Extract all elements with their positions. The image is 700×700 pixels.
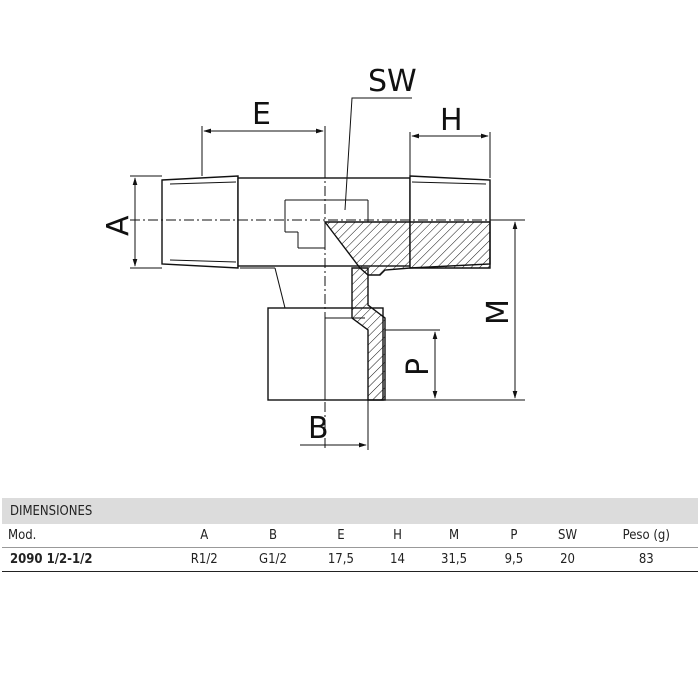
header-p: P: [487, 524, 541, 548]
dimension-b: B: [300, 400, 369, 450]
dimension-e-label: E: [252, 97, 271, 132]
dimension-p-label: P: [401, 358, 436, 376]
dimension-sw: SW: [344, 64, 417, 211]
header-h: H: [374, 524, 421, 548]
header-weight: Peso (g): [594, 524, 698, 548]
tee-fitting-technical-drawing: E H SW A M P B: [101, 64, 525, 450]
header-e: E: [307, 524, 375, 548]
dimensions-table: DIMENSIONES Mod. A B E H M P SW Peso (g)…: [2, 498, 698, 572]
dimension-m-label: M: [481, 299, 516, 325]
cell-h: 14: [374, 547, 421, 572]
header-model: Mod.: [2, 524, 171, 548]
header-sw: SW: [540, 524, 595, 548]
dimension-e: E: [201, 97, 326, 176]
dimensions-table-section: DIMENSIONES Mod. A B E H M P SW Peso (g)…: [2, 498, 698, 572]
dimension-a-label: A: [101, 215, 136, 236]
cell-sw: 20: [540, 547, 595, 572]
table-title: DIMENSIONES: [2, 498, 698, 524]
cell-e: 17,5: [307, 547, 375, 572]
cell-weight: 83: [594, 547, 698, 572]
dimension-m: M: [385, 219, 525, 401]
header-b: B: [238, 524, 308, 548]
cell-model: 2090 1/2-1/2: [2, 547, 171, 572]
header-a: A: [170, 524, 239, 548]
dimension-sw-label: SW: [368, 64, 417, 99]
cell-b: G1/2: [238, 547, 308, 572]
dimension-p: P: [385, 329, 440, 399]
table-header-row: Mod. A B E H M P SW Peso (g): [2, 524, 698, 548]
tee-branch: [240, 267, 386, 401]
header-m: M: [420, 524, 488, 548]
cell-m: 31,5: [420, 547, 488, 572]
table-row: 2090 1/2-1/2 R1/2 G1/2 17,5 14 31,5 9,5 …: [2, 547, 698, 572]
cell-a: R1/2: [170, 547, 239, 572]
cell-p: 9,5: [487, 547, 541, 572]
dimension-h-label: H: [440, 103, 463, 138]
dimension-b-label: B: [308, 411, 329, 446]
tee-run: [161, 175, 491, 276]
dimension-h: H: [409, 103, 491, 178]
dimension-a: A: [101, 175, 162, 269]
